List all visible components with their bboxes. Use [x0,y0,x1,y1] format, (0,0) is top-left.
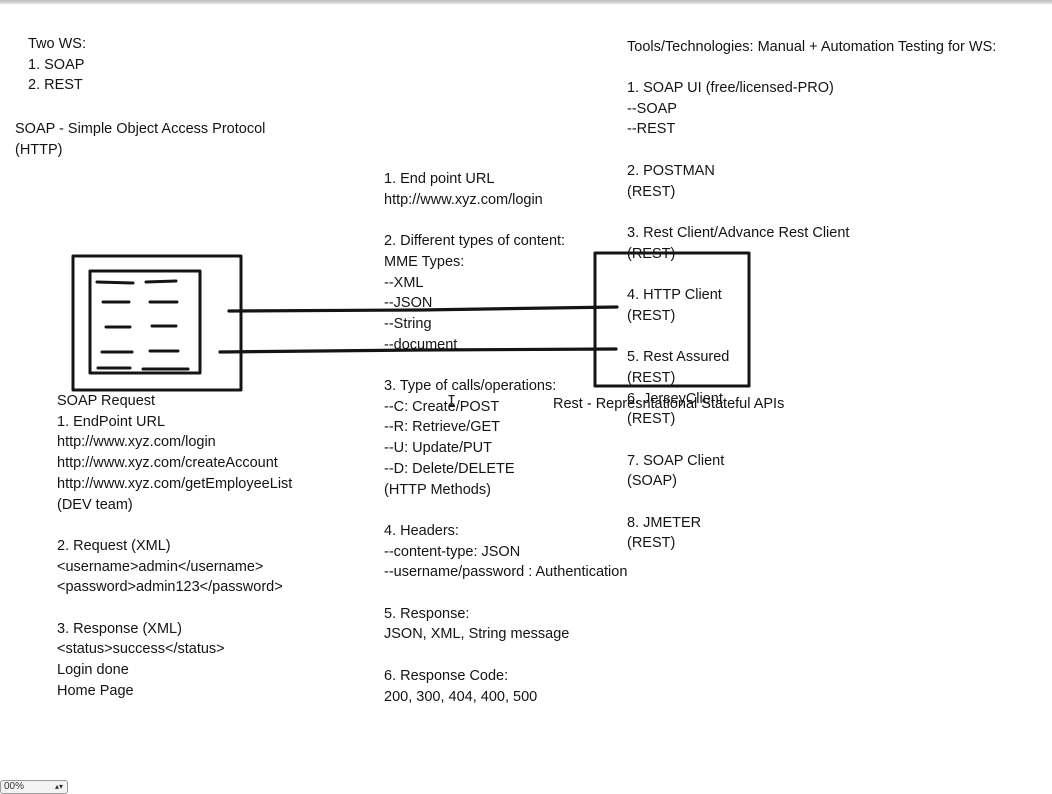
web-service-concepts-line: 6. Response Code: [384,667,509,684]
tools-list-line [627,264,849,285]
window-top-edge [0,0,1052,4]
web-service-concepts-line [384,500,627,521]
web-service-concepts-line: --U: Update/PUT [384,440,492,457]
tools-list-line: 8. JMETER [627,514,702,531]
soap-request-notes-line: http://www.xyz.com/login [57,434,216,451]
tools-heading: Tools/Technologies: Manual + Automation … [627,39,997,55]
ws-intro-line: 1. SOAP [28,56,85,73]
web-service-concepts-line [384,210,627,231]
soap-request-notes-line: <status>success</status> [57,641,225,658]
web-service-concepts-line [384,355,627,376]
soap-definition-line: (HTTP) [15,141,63,158]
tools-list-line [627,430,849,451]
web-service-concepts-line: 1. End point URL [384,171,495,187]
tools-list-line [627,202,849,223]
web-service-concepts-line: --username/password : Authentication [384,564,628,581]
soap-request-notes: SOAP Request 1. EndPoint URL http://www.xy… [57,391,292,702]
web-service-concepts-line: --content-type: JSON [384,543,521,560]
web-service-concepts-line: --document [384,336,458,353]
ws-intro-line: Two WS: [28,36,87,52]
tools-list-line: --REST [627,121,676,138]
tools-list-line: 6. JerseyClient [627,390,723,407]
tools-list-line [627,326,849,347]
web-service-concepts-line [384,583,627,604]
web-service-concepts-line: (HTTP Methods) [384,481,491,498]
web-service-concepts-line: MME Types: [384,253,465,270]
web-service-concepts-line: --D: Delete/DELETE [384,460,515,477]
web-service-concepts-line: http://www.xyz.com/login [384,191,543,208]
web-service-concepts-line: 200, 300, 404, 400, 500 [384,688,538,705]
tools-list-line: 7. SOAP Client [627,452,725,469]
tools-list: 1. SOAP UI (free/licensed-PRO) --SOAP --RE… [627,78,849,554]
soap-request-notes-line: Login done [57,662,129,679]
web-service-concepts-line: --JSON [384,295,433,312]
soap-request-notes-line: <password>admin123</password> [57,579,283,596]
tools-list-line: 1. SOAP UI (free/licensed-PRO) [627,80,834,96]
soap-request-notes-line [57,515,292,536]
tools-list-line: 5. Rest Assured [627,349,730,366]
web-service-concepts-line: 5. Response: [384,605,470,622]
tools-list-line: (REST) [627,369,676,386]
zoom-value: 00% [4,781,25,792]
tools-list-line: 3. Rest Client/Advance Rest Client [627,224,850,241]
chevron-updown-icon: ▴▾ [54,782,63,791]
web-service-concepts-line [384,645,627,666]
web-service-concepts-line: --C: Create/POST [384,398,500,415]
tools-list-line: (REST) [627,183,676,200]
soap-request-notes-line: 3. Response (XML) [57,620,182,637]
tools-list-line: 4. HTTP Client [627,287,722,304]
soap-request-notes-line: Home Page [57,682,134,699]
server-inner-box [88,269,202,375]
tools-list-line: (SOAP) [627,473,677,490]
soap-definition: SOAP - Simple Object Access Protocol (HTT… [15,119,265,160]
soap-request-notes-line [57,598,292,619]
soap-request-notes-line: 2. Request (XML) [57,537,171,554]
tools-list-line [627,140,849,161]
server-document-lines-icon [95,279,190,371]
soap-request-notes-line: (DEV team) [57,496,133,513]
soap-request-notes-line: <username>admin</username> [57,558,264,575]
web-service-concepts-line: 3. Type of calls/operations: [384,378,557,395]
web-service-concepts-line: --XML [384,274,424,291]
soap-request-notes-line: 1. EndPoint URL [57,413,166,430]
soap-definition-line: SOAP - Simple Object Access Protocol [15,121,266,137]
soap-request-notes-line: SOAP Request [57,393,156,409]
web-service-concepts-line: 4. Headers: [384,522,459,539]
web-service-concepts-line: 2. Different types of content: [384,233,566,250]
rest-definition: Rest - Represntational Stateful APIs [553,396,785,412]
soap-request-notes-line: http://www.xyz.com/getEmployeeList [57,475,293,492]
web-service-concepts-line: --R: Retrieve/GET [384,419,501,436]
web-service-concepts-line: JSON, XML, String message [384,626,570,643]
ws-intro: Two WS: 1. SOAP 2. REST [28,34,86,96]
tools-list-line: (REST) [627,411,676,428]
tools-list-line: 2. POSTMAN [627,162,715,179]
text-cursor-icon: I [447,392,457,410]
zoom-select[interactable]: 00% ▴▾ [0,780,68,794]
server-outer-box [71,254,243,392]
tools-list-line [627,492,849,513]
ws-intro-line: 2. REST [28,77,83,94]
tools-list-line: (REST) [627,245,676,262]
web-service-concepts: 1. End point URL http://www.xyz.com/login… [384,169,627,707]
soap-request-notes-line: http://www.xyz.com/createAccount [57,455,278,472]
tools-list-line: (REST) [627,307,676,324]
web-service-concepts-line: --String [384,315,432,332]
tools-list-line: --SOAP [627,100,677,117]
tools-list-line: (REST) [627,535,676,552]
